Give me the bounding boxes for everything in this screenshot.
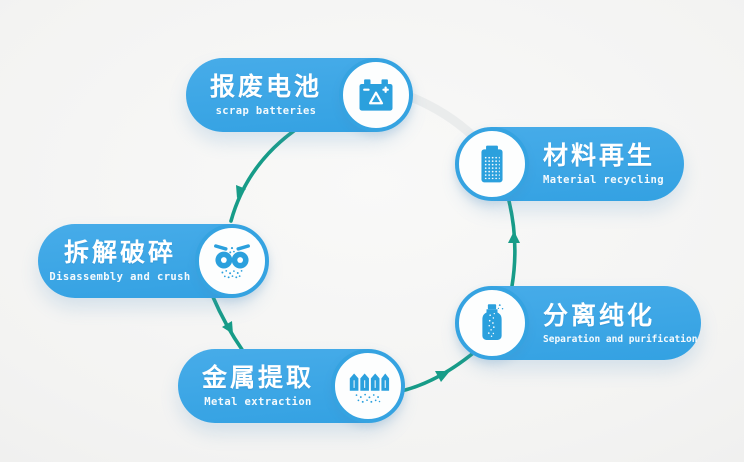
- scrap-batteries-label-en: scrap batteries: [215, 105, 317, 117]
- material-recycling-label-zh: 材料再生: [543, 141, 656, 170]
- node-metal-extraction: 金属提取 Metal extraction: [178, 349, 405, 423]
- crusher-rollers-icon: [214, 244, 250, 279]
- disassembly-crush-label-zh: 拆解破碎: [63, 238, 176, 267]
- separation-purification-label-en: Separation and purification: [543, 333, 698, 345]
- node-material-recycling: 材料再生 Material recycling: [455, 127, 684, 201]
- scrap-batteries-label-zh: 报废电池: [209, 72, 322, 101]
- battery-granules-icon: [481, 145, 503, 183]
- node-scrap-batteries: 报废电池 scrap batteries: [186, 58, 413, 132]
- metal-extraction-icon-circle: [331, 349, 405, 423]
- material-recycling-label-en: Material recycling: [543, 174, 664, 186]
- disassembly-crush-label-en: Disassembly and crush: [49, 271, 191, 283]
- arrow-metal-to-separation: [395, 348, 479, 394]
- node-separation-purification: 分离纯化 Separation and purification: [455, 286, 701, 360]
- arrow-disassembly-to-metal: [211, 295, 245, 353]
- separation-purification-label-zh: 分离纯化: [543, 300, 656, 330]
- arrow-separation-to-material: [507, 199, 520, 288]
- material-recycling-icon-circle: [455, 127, 529, 201]
- metal-crystals-icon: [349, 373, 390, 403]
- battery-recycle-icon: [359, 79, 393, 111]
- metal-extraction-label-zh: 金属提取: [201, 363, 314, 392]
- bottle-particles-icon: [482, 304, 504, 340]
- metal-extraction-label-en: Metal extraction: [204, 396, 312, 408]
- separation-purification-icon-circle: [455, 286, 529, 360]
- node-disassembly-crush: 拆解破碎 Disassembly and crush: [38, 224, 269, 298]
- arrow-scrap-to-disassembly: [229, 122, 306, 223]
- scrap-batteries-icon-circle: [339, 58, 413, 132]
- disassembly-crush-icon-circle: [195, 224, 269, 298]
